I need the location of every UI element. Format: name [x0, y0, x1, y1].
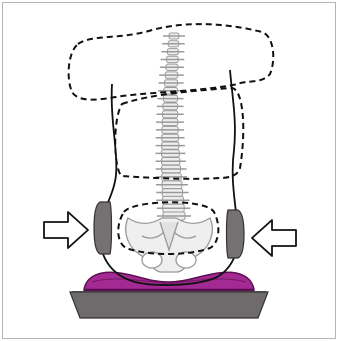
seat-cushion-icon: [70, 272, 268, 318]
arrow-right-icon: [44, 212, 88, 248]
lateral-pad-left-icon: [94, 202, 112, 254]
lateral-pad-right-icon: [227, 210, 245, 258]
spine-icon: [156, 33, 192, 220]
arrow-left-icon: [252, 220, 296, 256]
pelvis-icon: [126, 218, 213, 272]
